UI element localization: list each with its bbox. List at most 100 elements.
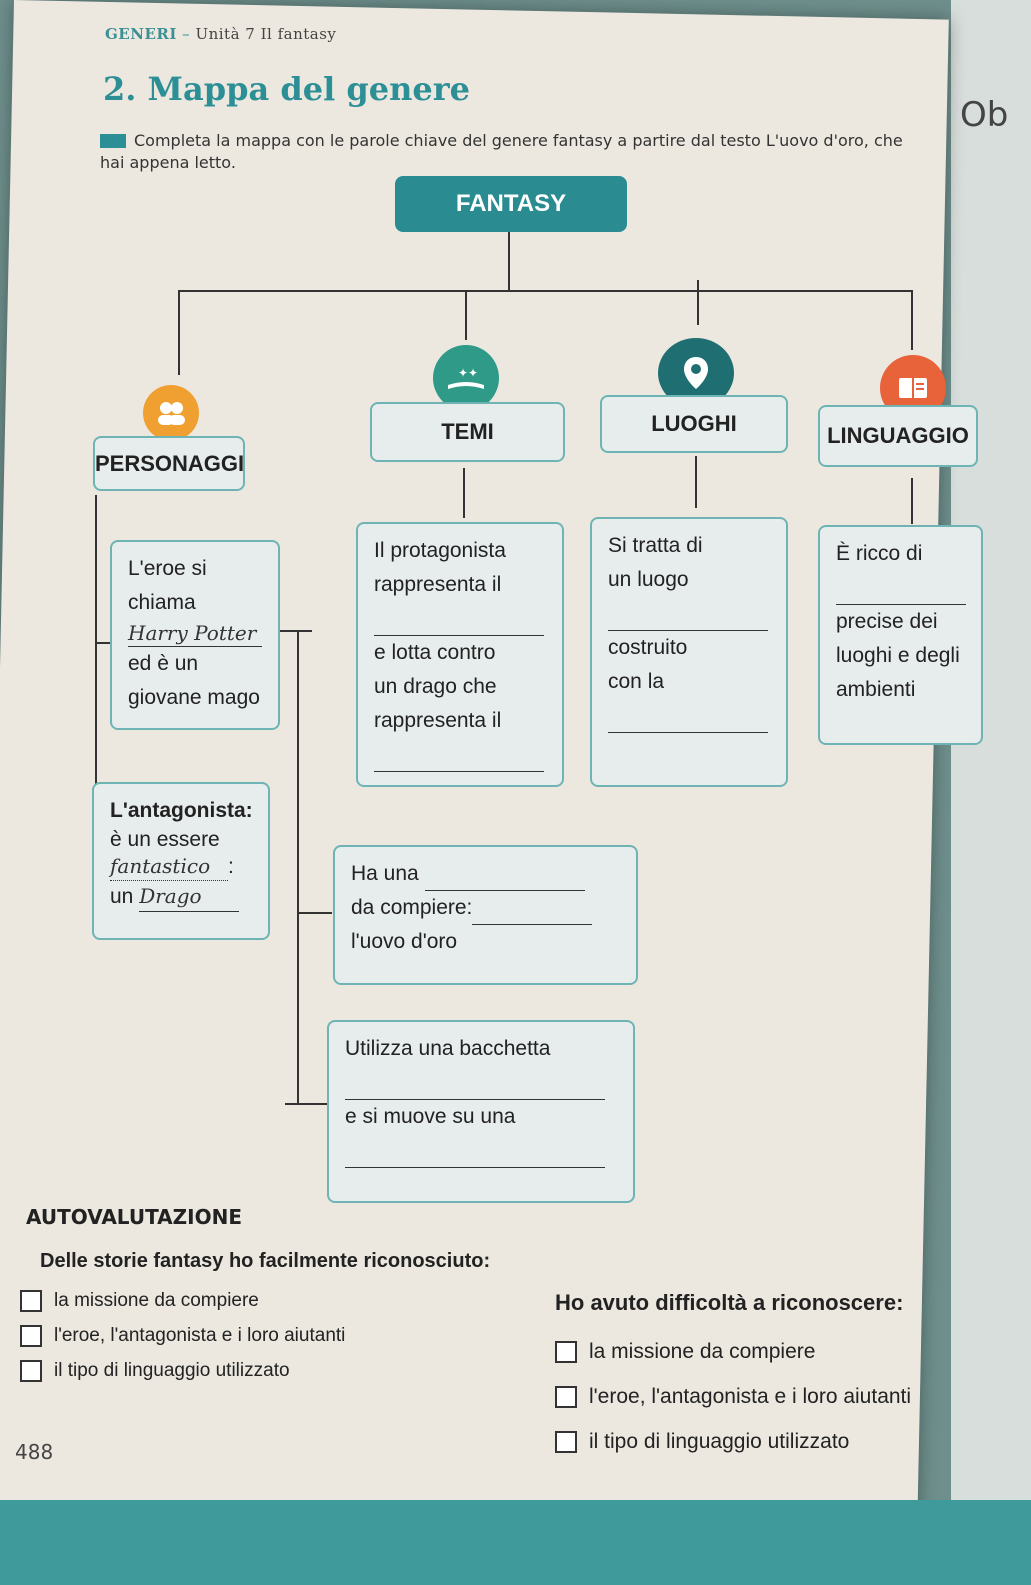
right-item-1-label: la missione da compiere — [589, 1340, 816, 1363]
linguaggio-line3: luoghi e degli — [836, 644, 960, 667]
branch-temi — [465, 290, 467, 340]
temi-line2: rappresenta il — [374, 573, 502, 596]
eroe-line4: giovane mago — [128, 686, 260, 709]
temi-label: TEMI — [441, 419, 494, 444]
svg-text:✦✦: ✦✦ — [458, 366, 478, 380]
eroe-answer[interactable]: Harry Potter — [128, 620, 262, 647]
luoghi-blank1[interactable] — [608, 597, 770, 631]
autovalutazione-right-heading: Ho avuto difficoltà a riconoscere: — [555, 1290, 904, 1315]
antagonista-colon: : — [228, 855, 234, 878]
bottom-strip — [0, 1500, 1031, 1585]
luoghi-down-line — [695, 456, 697, 508]
missione-connector — [297, 912, 332, 914]
category-temi: TEMI — [370, 402, 565, 462]
missione-line3: l'uovo d'oro — [351, 930, 458, 953]
linguaggio-blank[interactable] — [836, 571, 966, 605]
right-checkbox-2[interactable] — [555, 1386, 577, 1409]
temi-down-line — [463, 468, 465, 518]
temi-box: Il protagonista rappresenta il e lotta c… — [356, 522, 564, 787]
luoghi-line1: Si tratta di — [608, 534, 703, 557]
linguaggio-line1: È ricco di — [836, 542, 923, 565]
fantasy-root-box: FANTASY — [395, 176, 627, 232]
missione-line2: da compiere: — [351, 896, 473, 919]
branch-personaggi — [178, 290, 180, 375]
personaggi-label: PERSONAGGI — [95, 451, 245, 476]
category-luoghi: LUOGHI — [600, 395, 788, 453]
luoghi-line3: costruito — [608, 636, 688, 659]
left-item-3[interactable]: il tipo di linguaggio utilizzato — [20, 1360, 290, 1382]
left-checkbox-2[interactable] — [20, 1325, 42, 1347]
left-item-3-label: il tipo di linguaggio utilizzato — [54, 1360, 290, 1382]
linguaggio-line4: ambienti — [836, 678, 916, 701]
eroe-line3: ed è un — [128, 652, 199, 675]
header-separator: – — [182, 25, 191, 43]
bacchetta-connector — [285, 1103, 327, 1105]
eroe-line2: chiama — [128, 591, 196, 614]
left-item-1-label: la missione da compiere — [54, 1290, 259, 1312]
secondary-trunk — [297, 630, 299, 1105]
luoghi-line4: con la — [608, 670, 665, 693]
luoghi-label: LUOGHI — [651, 411, 737, 436]
left-item-1[interactable]: la missione da compiere — [20, 1290, 259, 1312]
right-item-2[interactable]: l'eroe, l'antagonista e i loro aiutanti — [555, 1385, 911, 1409]
autovalutazione-title: AUTOVALUTAZIONE — [26, 1205, 242, 1229]
linguaggio-line2: precise dei — [836, 610, 938, 633]
antagonista-row2: un Drago — [110, 881, 252, 912]
category-linguaggio: LINGUAGGIO — [818, 405, 978, 467]
missione-blank1[interactable] — [424, 867, 585, 891]
instruction-marker — [100, 134, 126, 148]
unit-label: Unità 7 Il fantasy — [195, 25, 337, 43]
linguaggio-label: LINGUAGGIO — [827, 423, 969, 448]
page-number: 488 — [15, 1440, 54, 1464]
missione-row2: da compiere: — [351, 891, 620, 925]
linguaggio-down-line — [911, 478, 913, 524]
running-header: GENERI – Unità 7 Il fantasy — [105, 25, 336, 43]
bacchetta-blank2[interactable] — [345, 1134, 617, 1168]
antagonista-un: un — [110, 885, 134, 908]
personaggi-trunk — [95, 495, 97, 875]
instruction-label: Completa la mappa con le parole chiave d… — [100, 131, 903, 172]
temi-line4: un drago che — [374, 675, 497, 698]
page-title: 2. Mappa del genere — [103, 70, 470, 108]
instruction-text: Completa la mappa con le parole chiave d… — [100, 130, 910, 174]
luoghi-box: Si tratta di un luogo costruito con la — [590, 517, 788, 787]
eroe-out-line — [275, 630, 312, 632]
antagonista-box: L'antagonista: è un essere fantastico: u… — [92, 782, 270, 940]
temi-blank1[interactable] — [374, 602, 546, 636]
temi-line1: Il protagonista — [374, 539, 506, 562]
right-checkbox-3[interactable] — [555, 1431, 577, 1454]
antagonista-answer2[interactable]: Drago — [139, 881, 240, 912]
autovalutazione-left-heading: Delle storie fantasy ho facilmente ricon… — [40, 1250, 491, 1272]
eroe-line1: L'eroe si — [128, 557, 207, 580]
antagonista-answer1[interactable]: fantastico — [110, 852, 228, 881]
bacchetta-line2: e si muove su una — [345, 1105, 516, 1128]
branch-luoghi — [697, 280, 699, 325]
missione-box: Ha una da compiere: l'uovo d'oro — [333, 845, 638, 985]
temi-line5: rappresenta il — [374, 709, 502, 732]
missione-blank2[interactable] — [472, 901, 593, 925]
right-item-1[interactable]: la missione da compiere — [555, 1340, 815, 1364]
left-item-2[interactable]: l'eroe, l'antagonista e i loro aiutanti — [20, 1325, 345, 1347]
fantasy-root-label: FANTASY — [455, 190, 567, 217]
right-item-3-label: il tipo di linguaggio utilizzato — [589, 1430, 850, 1453]
right-item-3[interactable]: il tipo di linguaggio utilizzato — [555, 1430, 849, 1454]
luoghi-blank2[interactable] — [608, 699, 770, 733]
bacchetta-line1: Utilizza una bacchetta — [345, 1037, 551, 1060]
side-fragment: Ob — [960, 95, 1009, 135]
temi-blank2[interactable] — [374, 738, 546, 772]
branch-linguaggio — [911, 290, 913, 350]
left-checkbox-1[interactable] — [20, 1290, 42, 1312]
category-personaggi: PERSONAGGI — [93, 436, 245, 491]
background-edge — [951, 0, 1031, 1585]
right-checkbox-1[interactable] — [555, 1341, 577, 1364]
left-checkbox-3[interactable] — [20, 1360, 42, 1382]
book-stars-icon: ✦✦ — [433, 345, 499, 411]
root-stem — [508, 232, 510, 290]
bacchetta-blank1[interactable] — [345, 1066, 617, 1100]
left-item-2-label: l'eroe, l'antagonista e i loro aiutanti — [54, 1325, 346, 1347]
missione-line1: Ha una — [351, 862, 419, 885]
antagonista-line1: è un essere — [110, 828, 220, 851]
eroe-box: L'eroe si chiama Harry Potter ed è un gi… — [110, 540, 280, 730]
section-label: GENERI — [105, 25, 177, 43]
linguaggio-box: È ricco di precise dei luoghi e degli am… — [818, 525, 983, 745]
